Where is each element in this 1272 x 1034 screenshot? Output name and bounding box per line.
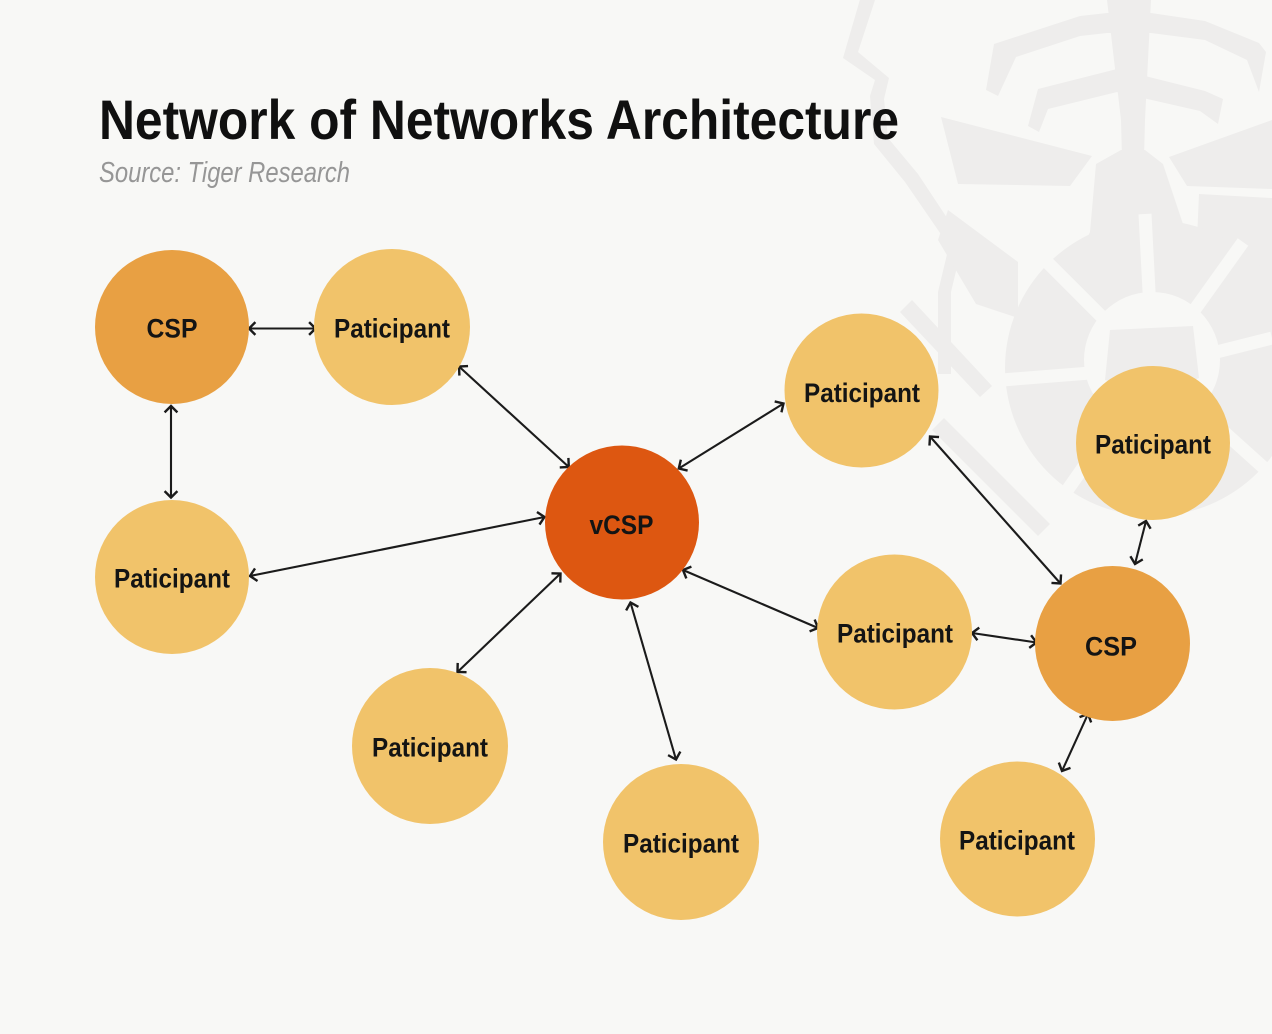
svg-text:Paticipant: Paticipant (334, 314, 450, 344)
svg-text:vCSP: vCSP (590, 510, 654, 540)
svg-text:Paticipant: Paticipant (804, 378, 920, 408)
svg-text:Paticipant: Paticipant (623, 829, 739, 859)
svg-text:Source: Tiger Research: Source: Tiger Research (99, 157, 350, 189)
svg-text:Paticipant: Paticipant (372, 733, 488, 763)
svg-text:Network of Networks Architectu: Network of Networks Architecture (99, 88, 899, 151)
svg-text:CSP: CSP (147, 314, 198, 344)
svg-text:Paticipant: Paticipant (959, 826, 1075, 856)
svg-text:Paticipant: Paticipant (1095, 430, 1211, 460)
svg-text:Paticipant: Paticipant (837, 619, 953, 649)
svg-text:Paticipant: Paticipant (114, 564, 230, 594)
svg-text:CSP: CSP (1085, 632, 1137, 662)
